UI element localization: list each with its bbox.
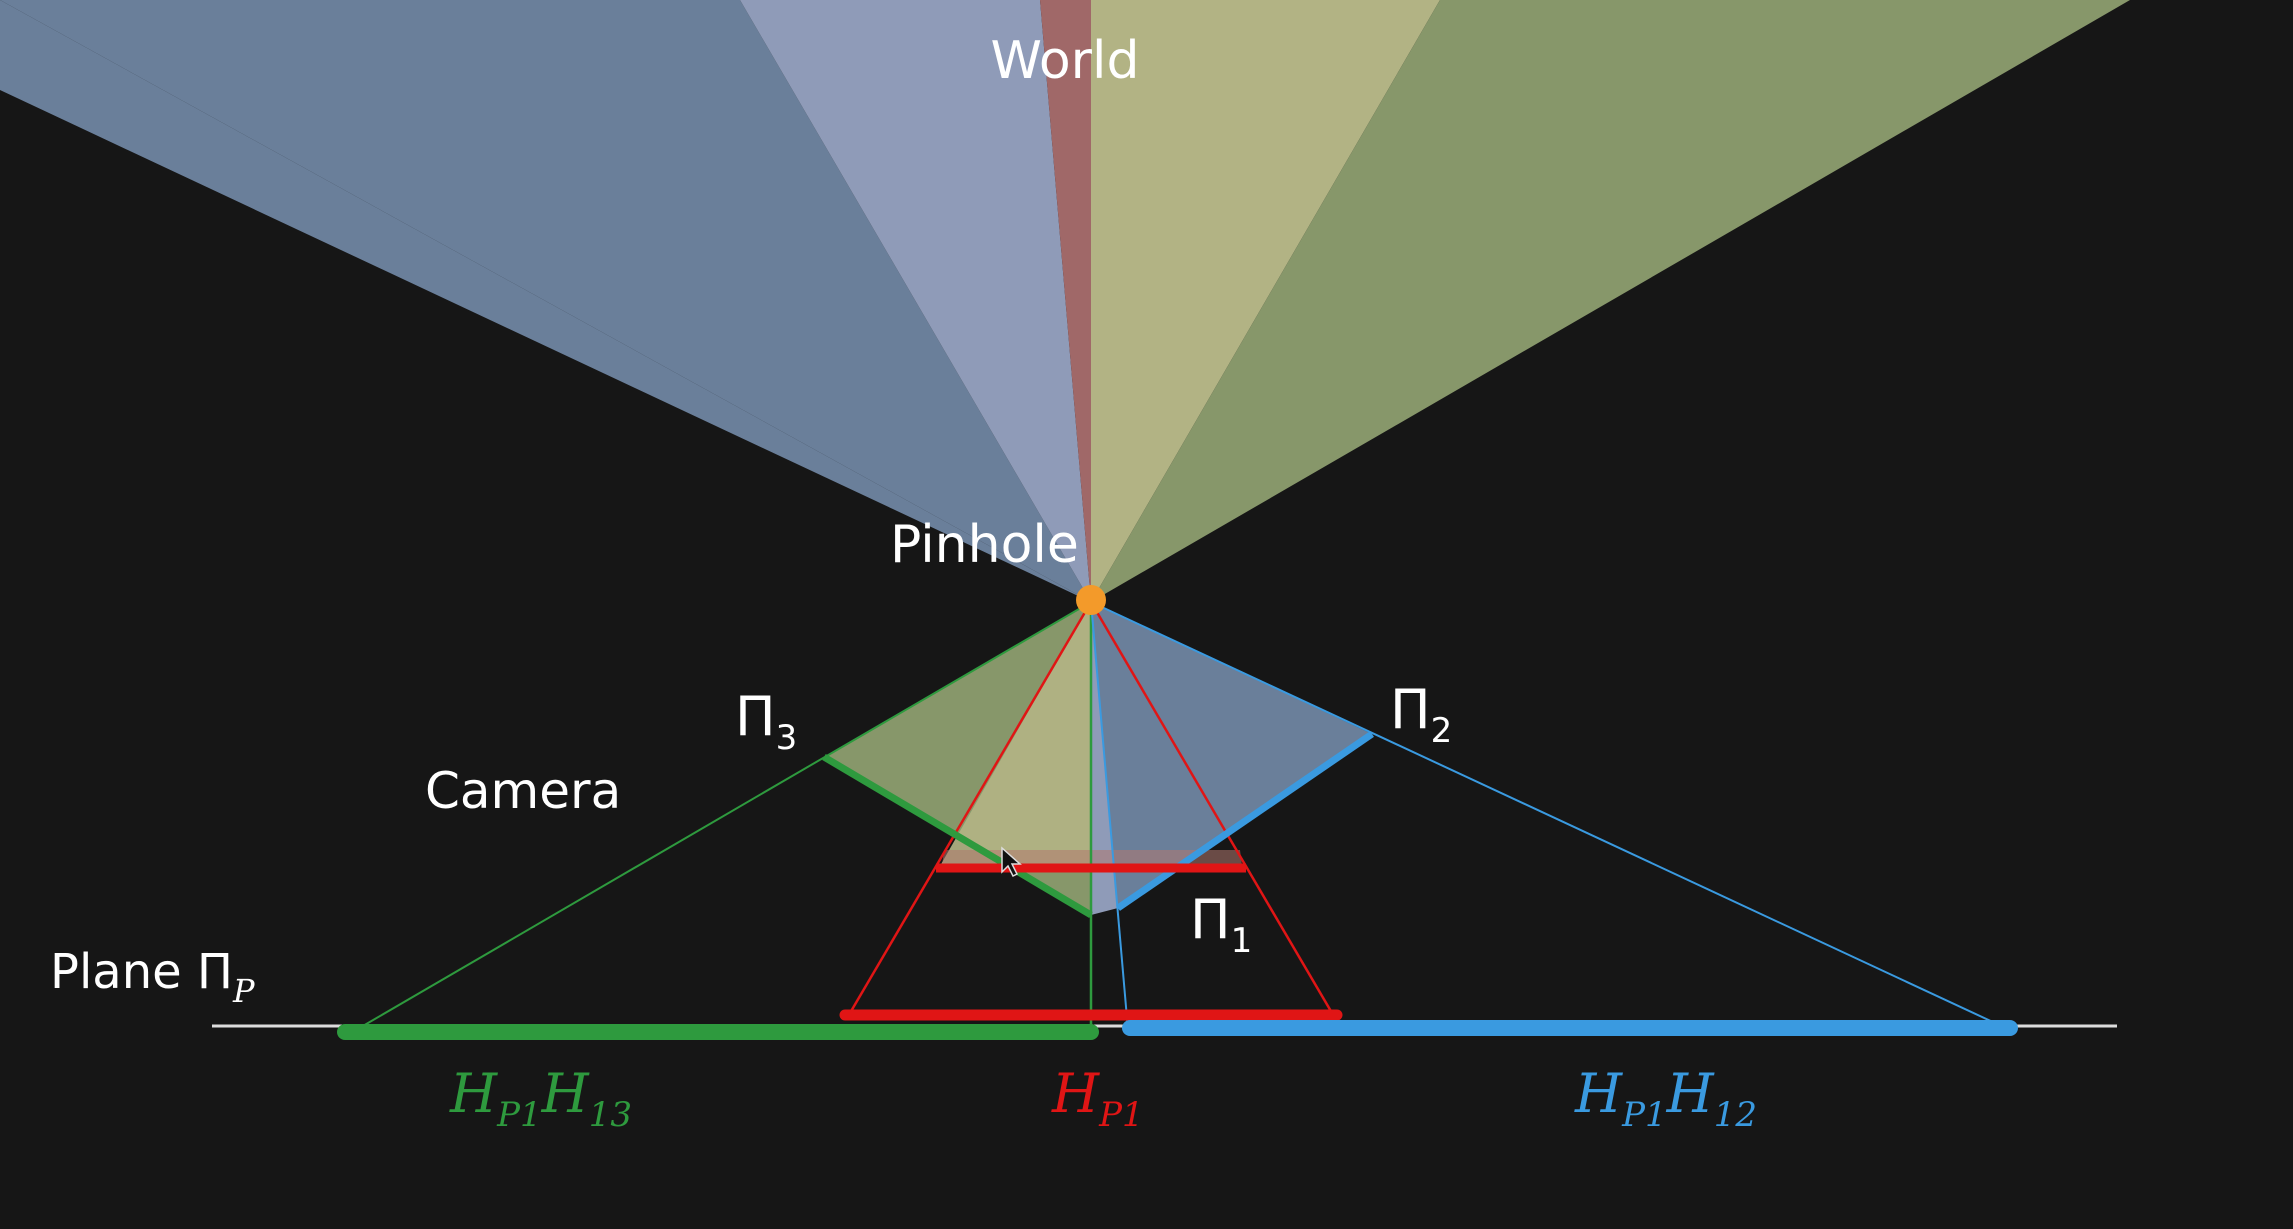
construction-lines bbox=[355, 601, 2011, 1031]
hp1-h13-sub1: P1 bbox=[496, 1095, 542, 1135]
pi3-symbol: Π bbox=[735, 685, 776, 748]
ray-red-left bbox=[848, 601, 1093, 1014]
world-fan-green bbox=[1091, 0, 2130, 602]
label-hp1-h13: HP1H13 bbox=[449, 1062, 632, 1135]
ray-center-blue bbox=[1090, 601, 1129, 1031]
camera-fan-blue bbox=[1091, 602, 1372, 908]
hp1-h13-sub2: 13 bbox=[589, 1095, 632, 1135]
mouse-cursor-icon bbox=[1001, 846, 1022, 878]
pi3-sub: 3 bbox=[776, 718, 798, 758]
hp1-h12-h1: H bbox=[1574, 1062, 1623, 1125]
pi3-label: Π3 bbox=[735, 685, 797, 758]
ground-plane bbox=[212, 1009, 2117, 1040]
plane-label-sub: P bbox=[232, 972, 255, 1010]
world-label: World bbox=[990, 31, 1139, 91]
hp1-h13-h2: H bbox=[541, 1062, 590, 1125]
pi2-sub: 2 bbox=[1431, 711, 1453, 751]
camera-label: Camera bbox=[425, 762, 621, 820]
image-planes bbox=[822, 731, 1374, 919]
plane-label: Plane ΠP bbox=[50, 944, 255, 1010]
ray-green-left bbox=[355, 601, 1092, 1031]
pi1-symbol: Π bbox=[1190, 888, 1231, 951]
label-hp1-h12: HP1H12 bbox=[1574, 1062, 1757, 1135]
hp1-sub: P1 bbox=[1098, 1095, 1144, 1135]
pinhole-dot bbox=[1076, 585, 1106, 615]
pinhole-label: Pinhole bbox=[890, 515, 1079, 575]
image-plane-pi2 bbox=[1116, 731, 1374, 911]
ray-blue-right bbox=[1090, 601, 2011, 1031]
hp1-h12-sub1: P1 bbox=[1621, 1095, 1667, 1135]
world-fan-blue-upper bbox=[0, 0, 1091, 602]
hp1-h13-h1: H bbox=[449, 1062, 498, 1125]
pi2-label: Π2 bbox=[1390, 678, 1452, 751]
world-fan-red bbox=[1040, 0, 1091, 602]
world-fan-lavender bbox=[740, 0, 1091, 602]
pi1-label: Π1 bbox=[1190, 888, 1252, 961]
plane-label-text: Plane Π bbox=[50, 944, 233, 1000]
world-fans bbox=[0, 0, 2130, 602]
pi1-sub: 1 bbox=[1231, 921, 1253, 961]
ray-red-right bbox=[1089, 601, 1334, 1014]
hp1-h12-h2: H bbox=[1666, 1062, 1715, 1125]
image-plane-pi3 bbox=[822, 753, 1093, 919]
hp1-h: H bbox=[1051, 1062, 1100, 1125]
hp1-h12-sub2: 12 bbox=[1714, 1095, 1757, 1135]
label-hp1: HP1 bbox=[1051, 1062, 1144, 1135]
pi2-symbol: Π bbox=[1390, 678, 1431, 741]
